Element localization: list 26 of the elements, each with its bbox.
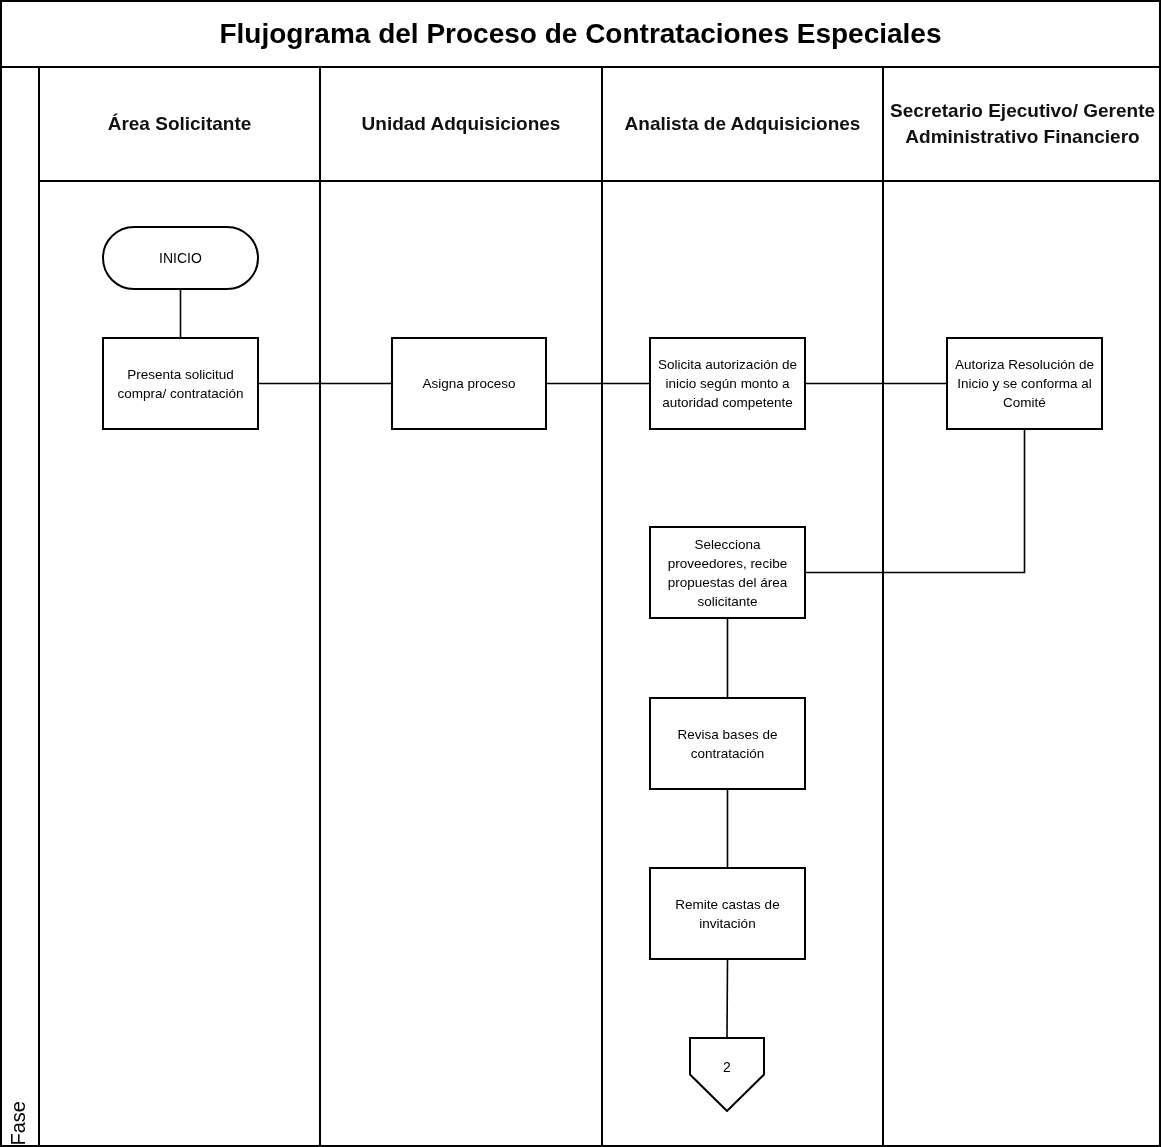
lane-header: Área Solicitante	[107, 112, 252, 136]
swimlane	[40, 68, 321, 1145]
terminal-shape: INICIO	[102, 226, 259, 290]
connector-line	[726, 618, 729, 698]
connector-line	[726, 959, 729, 1038]
connector-line	[258, 382, 392, 385]
process-box: Autoriza Resolución de Inicio y se conforma al Comité	[946, 337, 1103, 430]
process-box: Presenta solicitud compra/ contratación	[102, 337, 259, 430]
process-box: Selecciona proveedores, recibe propuestas del área solicitante	[649, 526, 806, 619]
process-box: Asigna proceso	[391, 337, 547, 430]
lane-header: Secretario Ejecutivo/ Gerente Administrativo Financiero	[888, 99, 1157, 149]
lane-header: Unidad Adquisiciones	[361, 112, 561, 136]
process-box: Solicita autorización de inicio según monto a autoridad competente	[649, 337, 806, 430]
process-box: Revisa bases de contratación	[649, 697, 806, 790]
off-page-connector: 2	[689, 1037, 765, 1112]
connector-line	[546, 382, 650, 385]
process-box: Remite castas de invitación	[649, 867, 806, 960]
diagram-title: Flujograma del Proceso de Contrataciones Especiales	[219, 17, 942, 51]
swimlane	[603, 68, 884, 1145]
lane-header: Analista de Adquisiciones	[624, 112, 861, 136]
phase-label: Fase	[8, 1100, 28, 1145]
connector-line	[179, 289, 182, 338]
connector-line	[805, 382, 947, 385]
connector-line	[805, 429, 1026, 574]
connector-line	[726, 789, 729, 868]
swimlane	[321, 68, 603, 1145]
